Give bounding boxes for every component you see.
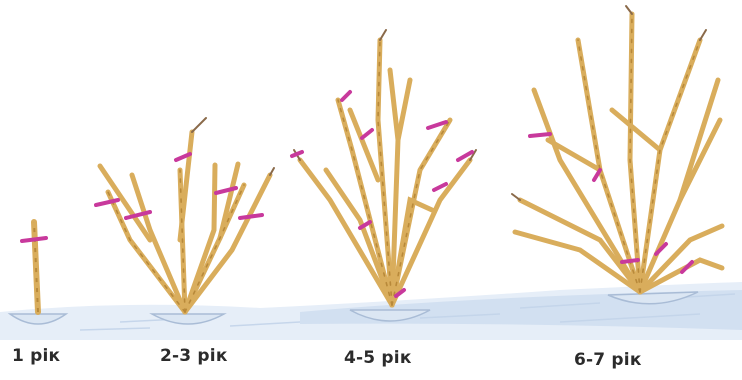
cut-mark: [622, 260, 638, 262]
bush-stage-3: [292, 30, 476, 321]
cut-mark: [530, 134, 550, 136]
bush-stage-4: [512, 6, 722, 304]
stage-label-years-2-3: 2-3 рік: [160, 346, 228, 366]
cut-mark: [22, 238, 46, 241]
cut-mark: [594, 170, 600, 180]
cut-mark: [240, 215, 262, 218]
bush-stage-2: [96, 118, 274, 324]
cut-mark: [362, 130, 372, 138]
stage-label-years-4-5: 4-5 рік: [344, 348, 412, 368]
cut-mark: [292, 152, 302, 156]
cut-mark: [434, 184, 446, 190]
stage-label-years-6-7: 6-7 рік: [574, 350, 642, 370]
stage-label-year-1: 1 рік: [12, 346, 60, 366]
cut-mark: [342, 92, 350, 100]
